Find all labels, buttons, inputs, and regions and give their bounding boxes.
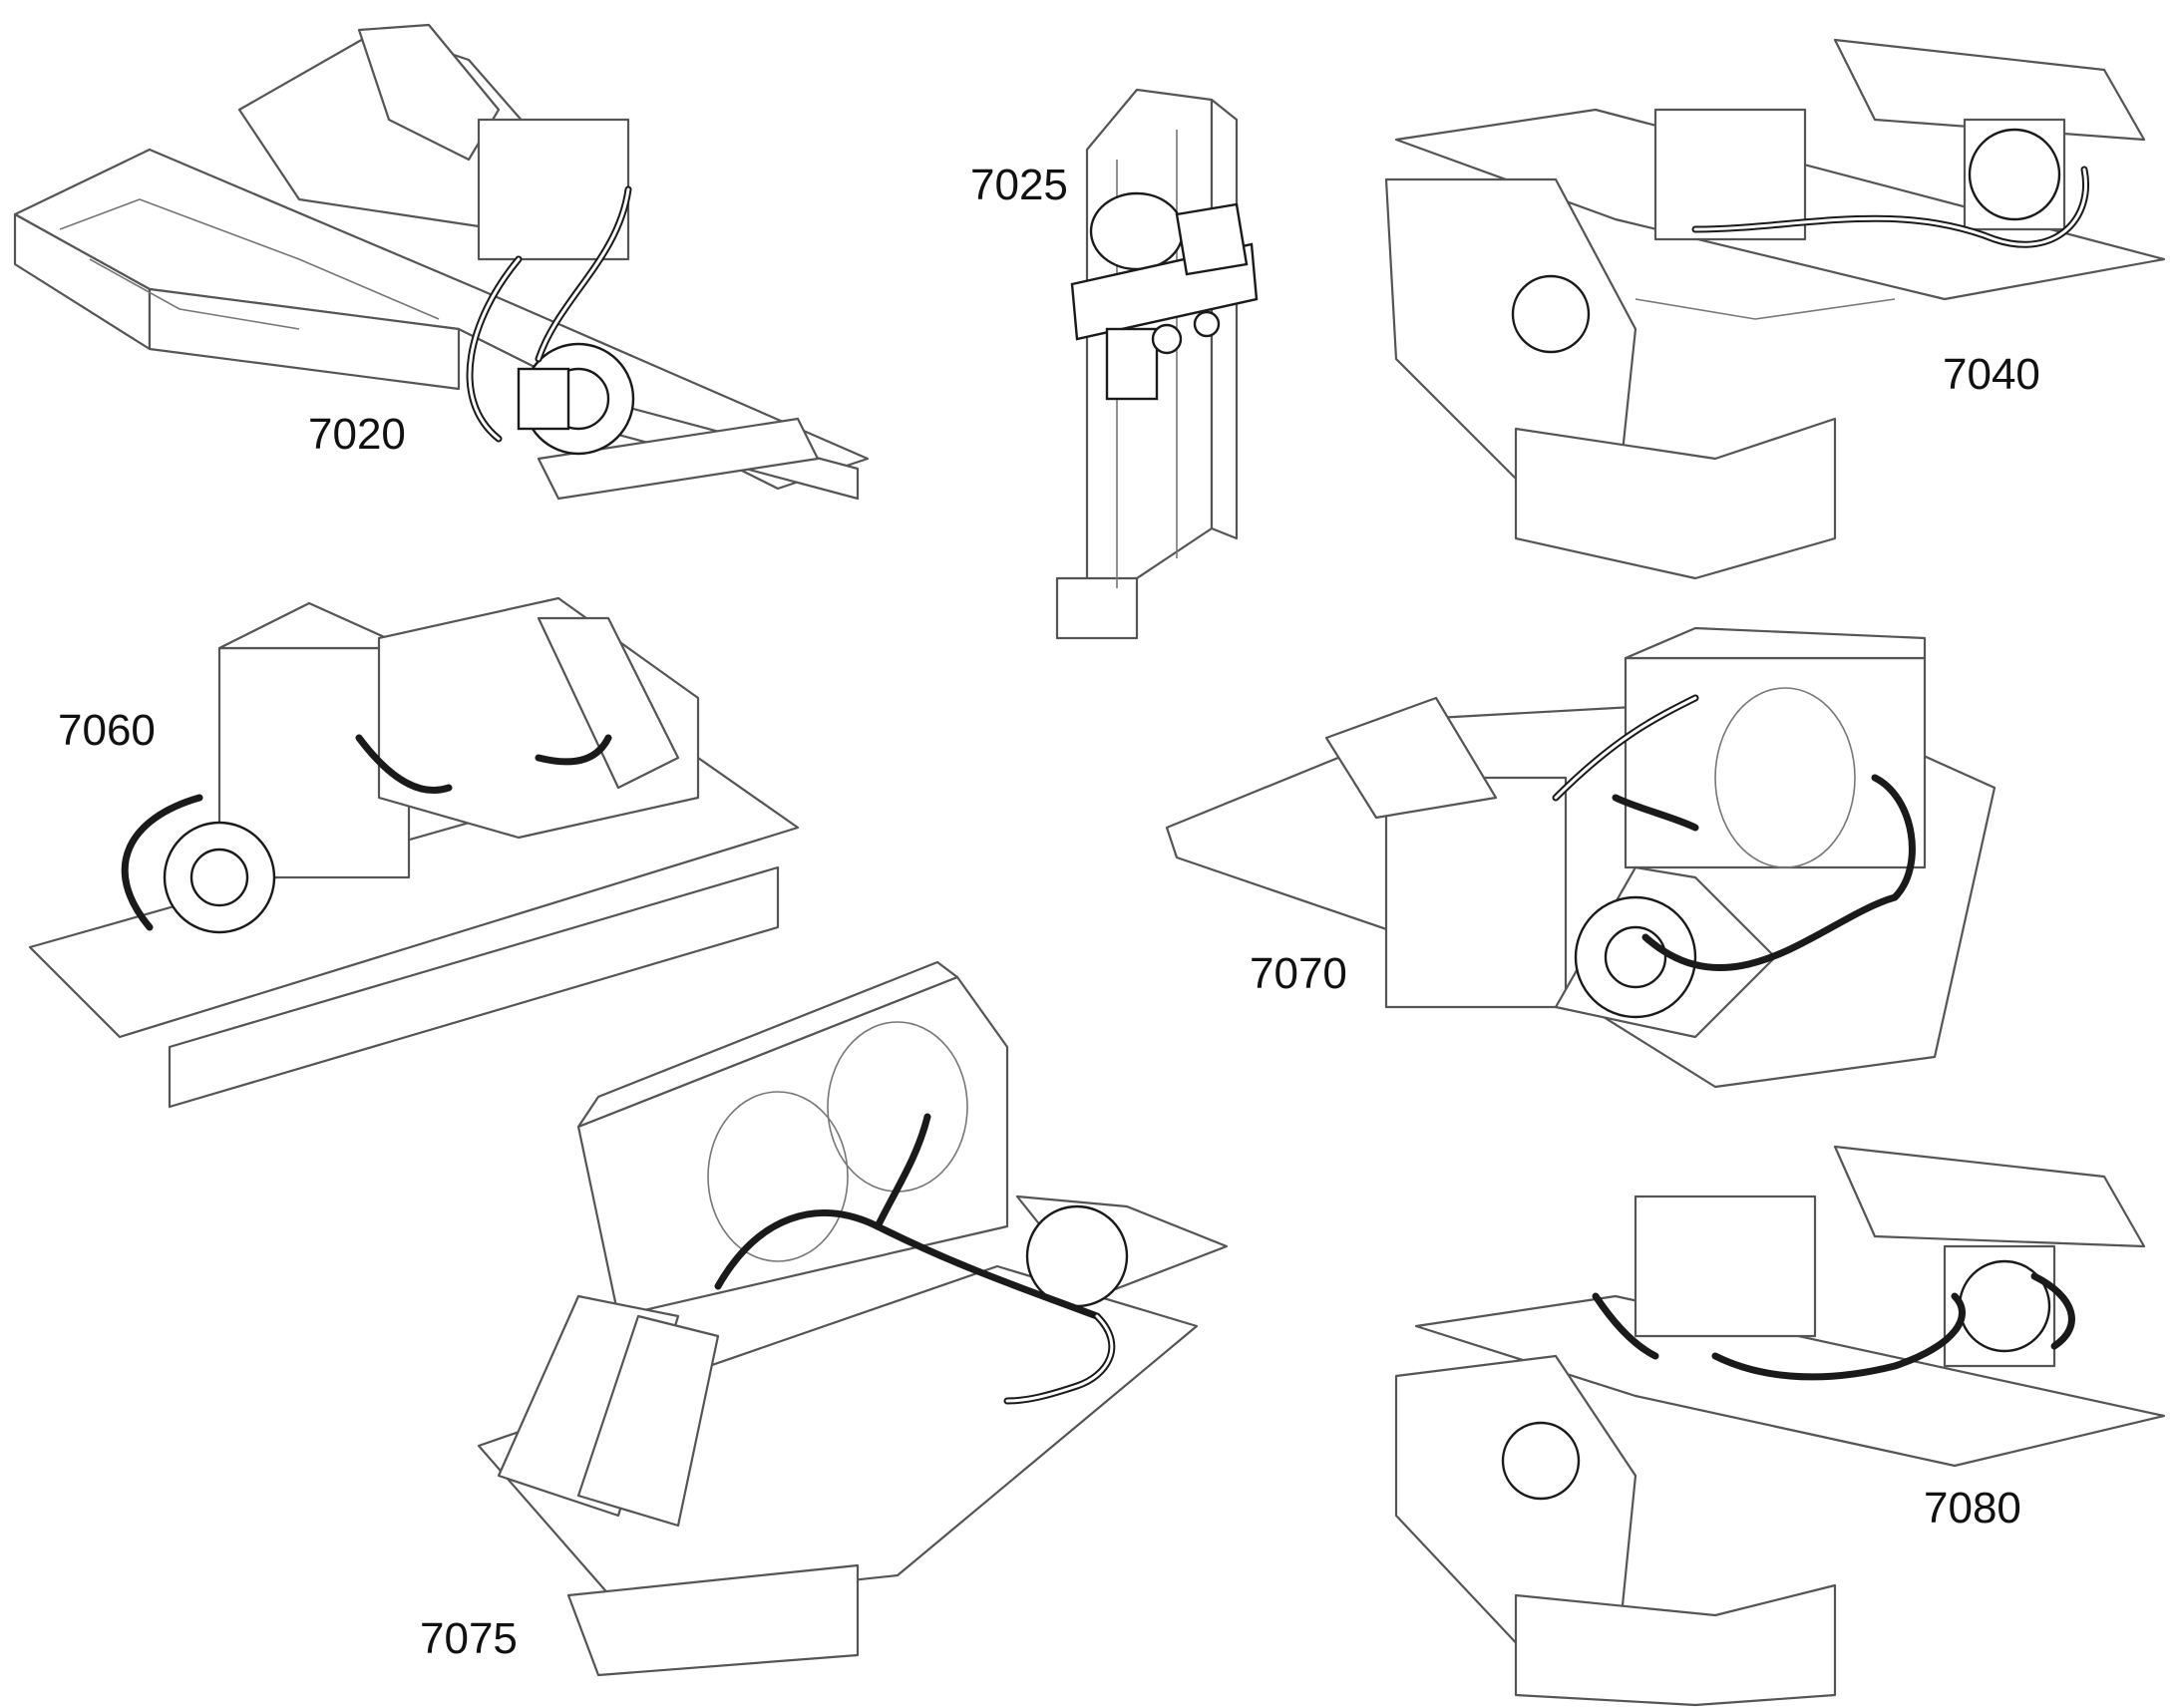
callout-label-7020: 7020	[308, 410, 406, 459]
assembly-7070-illustration	[1165, 626, 1997, 1089]
assembly-7025-illustration	[1055, 88, 1259, 640]
callout-label-7070: 7070	[1250, 949, 1347, 998]
assembly-7040-illustration	[1384, 38, 2166, 580]
callout-label-7040: 7040	[1943, 350, 2040, 399]
assembly-7080-illustration	[1394, 1145, 2166, 1707]
assembly-7075-illustration	[477, 960, 1229, 1677]
assembly-7060-illustration	[28, 596, 800, 1109]
callout-label-7080: 7080	[1924, 1484, 2021, 1533]
callout-label-7075: 7075	[420, 1614, 518, 1663]
callout-label-7060: 7060	[58, 706, 156, 755]
assembly-7020-illustration	[13, 23, 870, 501]
callout-label-7025: 7025	[970, 161, 1068, 209]
